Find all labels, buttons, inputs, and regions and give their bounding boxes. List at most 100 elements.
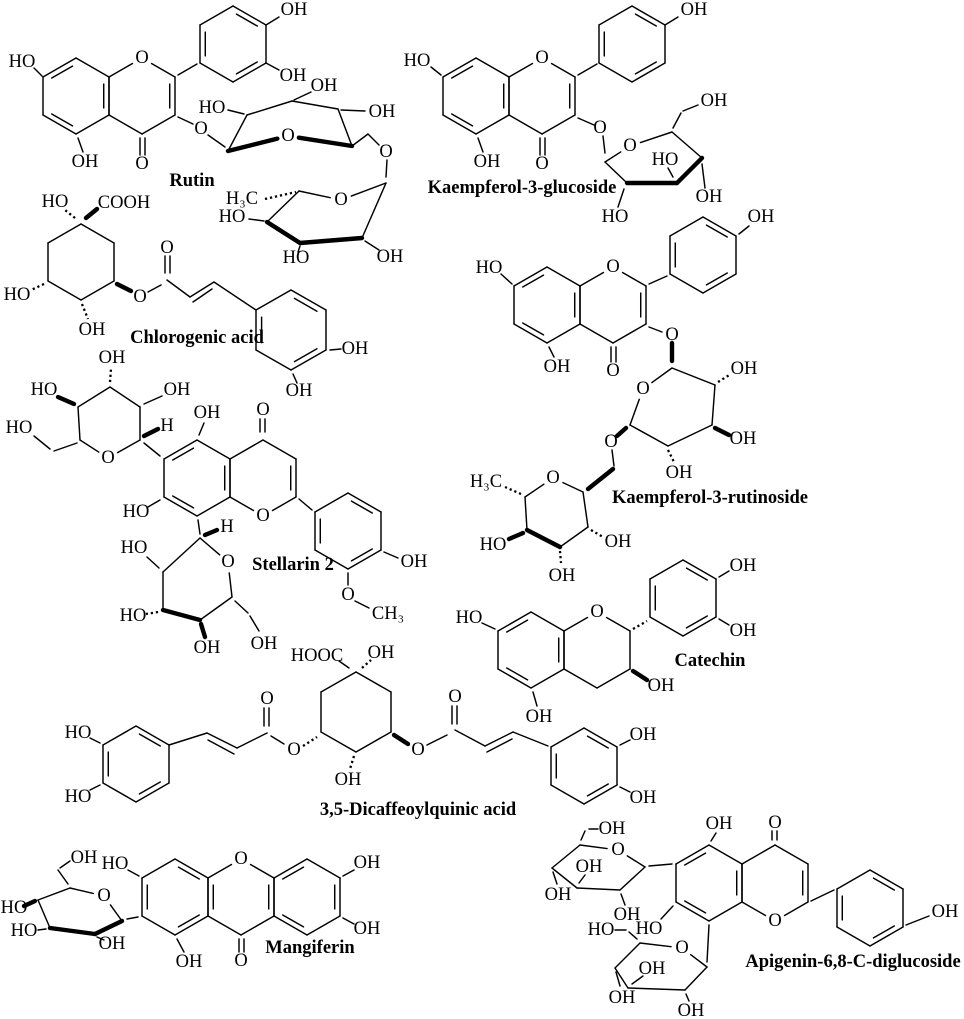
ring-oxygen-label: O <box>768 911 781 931</box>
compound-name-rutin: Rutin <box>169 171 215 191</box>
ring-oxygen-label: O <box>636 379 649 399</box>
atom-label: OH <box>354 919 381 939</box>
atom-label: HO <box>636 919 663 939</box>
atom-label: OH <box>614 905 641 925</box>
atom-label: OH <box>545 885 572 905</box>
atom-label: OH <box>164 380 191 400</box>
atom-label: HO <box>404 51 431 71</box>
ring-oxygen-label: O <box>675 938 688 958</box>
atom-label: HO <box>4 285 31 305</box>
atom-label: OH <box>730 556 757 576</box>
atom-label: O <box>448 687 461 707</box>
atom-label: OH <box>251 634 278 654</box>
atom-label: OH <box>932 902 959 922</box>
atom-label: HO <box>1 898 28 918</box>
atom-label: OH <box>639 959 666 979</box>
atom-label: OH <box>544 357 571 377</box>
atom-label: O <box>135 154 148 174</box>
atom-label: HO <box>120 606 147 626</box>
atom-label: OH <box>666 463 693 483</box>
atom-label: OH <box>176 952 203 972</box>
ring-oxygen-label: O <box>135 48 148 68</box>
atom-label: OH <box>368 643 395 663</box>
compound-name-mangiferin: Mangiferin <box>265 938 355 958</box>
atom-label: OH <box>605 532 632 552</box>
compound-name-catechin: Catechin <box>675 651 747 671</box>
atom-label: OH <box>369 102 396 122</box>
atom-label: HO <box>102 854 129 874</box>
atom-label: OH <box>99 348 126 368</box>
atom-label: OH <box>678 1001 705 1019</box>
atom-label: H <box>160 416 173 436</box>
atom-label: OH <box>630 788 657 808</box>
atom-label: OH <box>311 76 338 96</box>
atom-label: HO <box>476 258 503 278</box>
atom-label: OH <box>748 207 775 227</box>
atom-label: OH <box>194 403 221 423</box>
atom-label: OH <box>281 0 308 20</box>
atom-label: O <box>194 119 207 139</box>
ring-oxygen-label: O <box>535 48 548 68</box>
atom-label: OH <box>549 566 576 586</box>
ring-oxygen-label: O <box>221 552 234 572</box>
atom-label: HO <box>602 207 629 227</box>
atom-label: O <box>160 238 173 258</box>
ring-oxygen-label: O <box>281 126 294 146</box>
ring-oxygen-label: O <box>334 190 347 210</box>
atom-label: OH <box>599 819 626 839</box>
atom-label: OH <box>609 988 636 1008</box>
atom-label: OH <box>526 707 553 727</box>
atom-label: O <box>665 325 678 345</box>
atom-label: HO <box>9 52 36 72</box>
atom-label: HO <box>11 921 38 941</box>
atom-label: OH <box>194 638 221 658</box>
atom-label: OH <box>377 247 404 267</box>
atom-label: HO <box>219 207 246 227</box>
atom-label: HOOC <box>291 646 343 666</box>
atom-label: H <box>220 517 233 537</box>
atom-label: HO <box>6 418 33 438</box>
atom-label: OH <box>99 934 126 954</box>
atom-label: O <box>341 585 354 605</box>
atom-label: OH <box>681 0 708 20</box>
atom-label: HO <box>42 192 69 212</box>
ring-oxygen-label: O <box>256 506 269 526</box>
atom-label: O <box>768 813 781 833</box>
atom-label: O <box>593 118 606 138</box>
atom-label: HO <box>123 502 150 522</box>
compound-name-stellarin-2: Stellarin 2 <box>252 555 334 575</box>
atom-label: OH <box>576 857 603 877</box>
atom-label: HO <box>121 538 148 558</box>
ring-oxygen-label: O <box>590 602 603 622</box>
atom-label: O <box>287 740 300 760</box>
atom-label: HO <box>652 150 679 170</box>
compound-name-dicaffeoylquinic-acid: 3,5-Dicaffeoylquinic acid <box>320 800 517 820</box>
atom-label: O <box>604 432 617 452</box>
atom-label: HO <box>480 535 507 555</box>
ring-oxygen-label: O <box>234 849 247 869</box>
atom-label: OH <box>342 339 369 359</box>
atom-label: OH <box>706 814 733 834</box>
atom-label: HO <box>65 787 92 807</box>
atom-label: HO <box>283 248 310 268</box>
atom-label: OH <box>354 853 381 873</box>
atom-label: O <box>133 287 146 307</box>
atom-label: OH <box>401 552 428 572</box>
compound-name-kaempferol-3-glucoside: Kaempferol-3-glucoside <box>428 178 617 198</box>
atom-label: HO <box>456 608 483 628</box>
atom-label: HO <box>588 920 615 940</box>
atom-label: OH <box>71 848 98 868</box>
atom-label: HO <box>31 380 58 400</box>
atom-label: O <box>411 740 424 760</box>
atom-label: HO <box>199 98 226 118</box>
atom-label: O <box>234 951 247 971</box>
atom-label: OH <box>630 725 657 745</box>
atom-label: O <box>535 154 548 174</box>
